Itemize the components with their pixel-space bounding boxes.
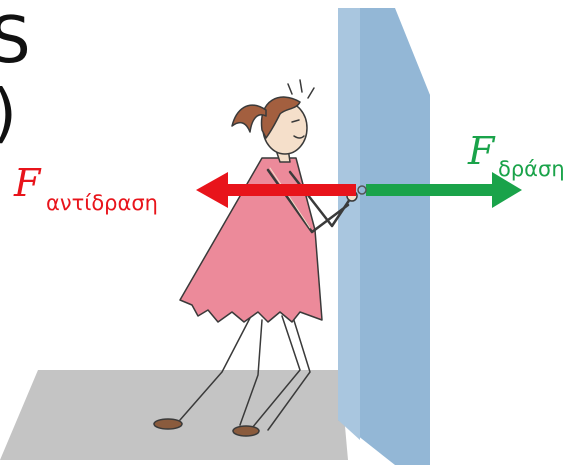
reaction-force-symbol: F: [13, 161, 42, 205]
right-leg: [251, 315, 301, 429]
reaction-force-arrow: [196, 172, 356, 208]
ponytail: [231, 104, 267, 133]
wall-front: [338, 8, 430, 465]
wall-edge: [338, 8, 360, 440]
cut-letter-top: S: [0, 4, 31, 78]
girl-figure: [153, 79, 358, 437]
left-leg: [179, 317, 251, 421]
right-shoe: [232, 425, 260, 437]
dress: [179, 157, 323, 323]
action-force-arrow: [366, 172, 522, 208]
contact-point: [357, 185, 367, 195]
cut-letter-bottom: ): [0, 77, 17, 151]
action-force-symbol: F: [467, 129, 496, 173]
floor: [0, 370, 348, 460]
action-force-subscript: δράση: [498, 157, 565, 181]
left-shoe: [153, 418, 183, 430]
reaction-force-subscript: αντίδραση: [46, 191, 158, 215]
hair: [260, 96, 301, 139]
